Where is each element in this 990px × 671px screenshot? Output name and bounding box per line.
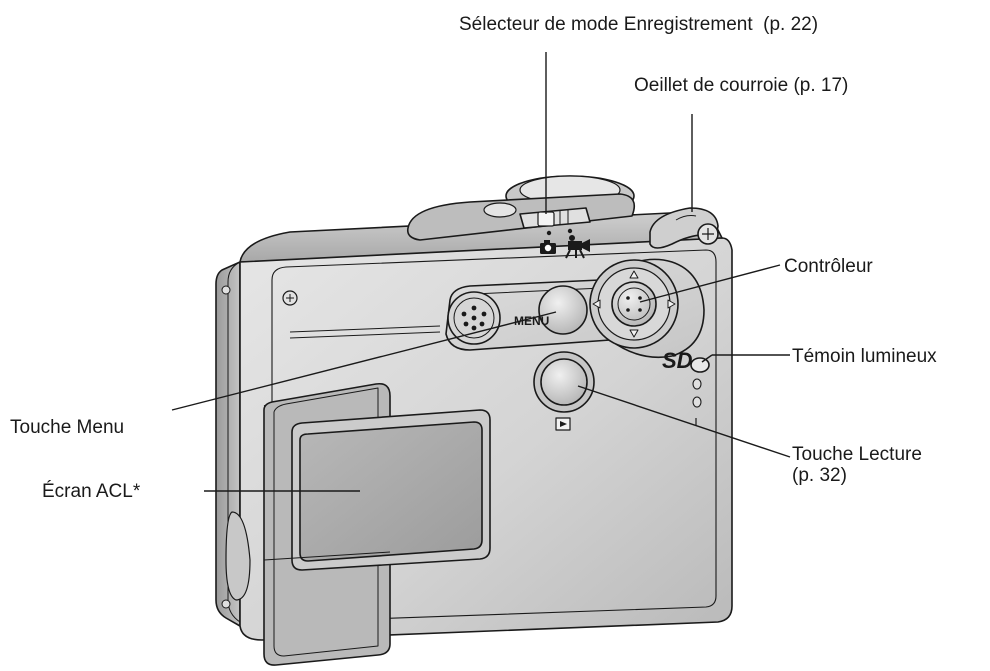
label-record-mode-selector: Sélecteur de mode Enregistrement (p. 22)	[459, 14, 818, 35]
indicator-lamp	[690, 357, 710, 373]
speaker-grille-icon	[447, 291, 501, 345]
sd-logo-icon: SD	[662, 348, 693, 373]
strap-eyelet	[649, 207, 719, 249]
camera-body	[215, 175, 733, 666]
lcd-panel	[263, 382, 491, 666]
playback-icon	[555, 417, 571, 431]
arrow-left-icon	[592, 299, 601, 309]
label-playback-button-line2: (p. 32)	[792, 465, 847, 486]
side-port-cover	[225, 511, 251, 601]
lcd-screen	[299, 421, 483, 562]
label-controller: Contrôleur	[784, 256, 873, 277]
leader-playback-button	[577, 385, 791, 458]
leader-menu-button	[171, 311, 557, 411]
label-strap-eyelet: Oeillet de courroie (p. 17)	[634, 75, 848, 96]
menu-button[interactable]	[538, 285, 588, 335]
menu-marking: MENU	[514, 314, 549, 328]
top-small-button	[483, 202, 517, 218]
mode-selector-switch[interactable]	[519, 207, 591, 229]
arrow-right-icon	[667, 299, 676, 309]
playback-button[interactable]	[533, 351, 595, 413]
arrow-up-icon	[629, 270, 639, 279]
camera-icon	[540, 240, 556, 254]
leader-indicator-lamp-bend	[701, 354, 713, 363]
label-playback-button-line1: Touche Lecture	[792, 444, 922, 465]
sd-logo-text: SD	[662, 348, 693, 373]
leader-controller	[639, 264, 781, 303]
label-menu-button: Touche Menu	[10, 417, 124, 438]
callout-lines	[171, 52, 791, 492]
arrow-down-icon	[629, 329, 639, 338]
label-lcd-monitor: Écran ACL*	[42, 481, 141, 502]
label-indicator-lamp: Témoin lumineux	[792, 346, 937, 367]
controller-dial[interactable]	[589, 259, 679, 349]
movie-camera-icon	[565, 235, 590, 259]
